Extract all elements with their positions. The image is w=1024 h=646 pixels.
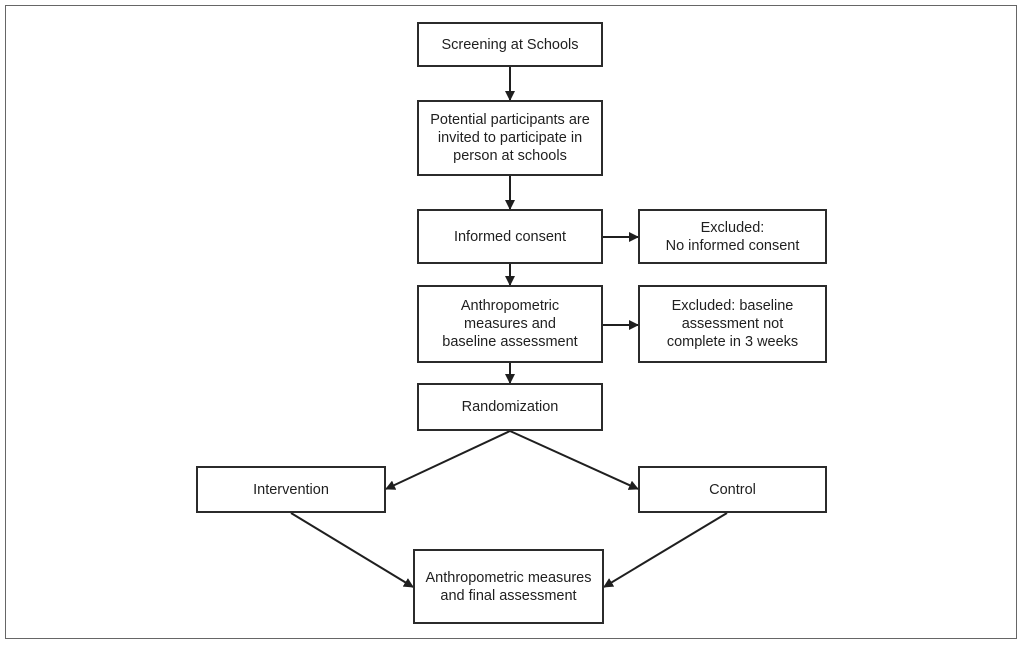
node-anthropometric-baseline-label: Anthropometric measures and baseline ass…	[442, 298, 578, 350]
arrow-randomization-to-control	[509, 430, 639, 490]
node-randomization: Randomization	[417, 383, 603, 431]
node-invited-label: Potential participants are invited to pa…	[430, 112, 590, 164]
arrow-randomization-to-intervention	[385, 430, 511, 490]
node-excluded-no-consent-label: Excluded: No informed consent	[665, 219, 800, 254]
node-excluded-baseline: Excluded: baseline assessment not comple…	[638, 285, 827, 363]
arrow-control-to-final	[603, 512, 728, 588]
node-informed-consent: Informed consent	[417, 209, 603, 264]
arrow-intervention-to-final	[290, 512, 414, 588]
node-intervention: Intervention	[196, 466, 386, 513]
node-excluded-no-consent: Excluded: No informed consent	[638, 209, 827, 264]
node-screening: Screening at Schools	[417, 22, 603, 67]
node-screening-label: Screening at Schools	[441, 36, 579, 53]
node-final-assessment-label: Anthropometric measures and final assess…	[425, 569, 592, 604]
diagram-frame	[5, 5, 1017, 639]
node-excluded-baseline-label: Excluded: baseline assessment not comple…	[666, 298, 799, 350]
node-control: Control	[638, 466, 827, 513]
node-control-label: Control	[709, 481, 756, 498]
node-anthropometric-baseline: Anthropometric measures and baseline ass…	[417, 285, 603, 363]
node-intervention-label: Intervention	[253, 481, 329, 498]
node-randomization-label: Randomization	[461, 399, 559, 415]
node-final-assessment: Anthropometric measures and final assess…	[413, 549, 604, 624]
node-invited: Potential participants are invited to pa…	[417, 100, 603, 176]
node-informed-consent-label: Informed consent	[453, 228, 567, 245]
